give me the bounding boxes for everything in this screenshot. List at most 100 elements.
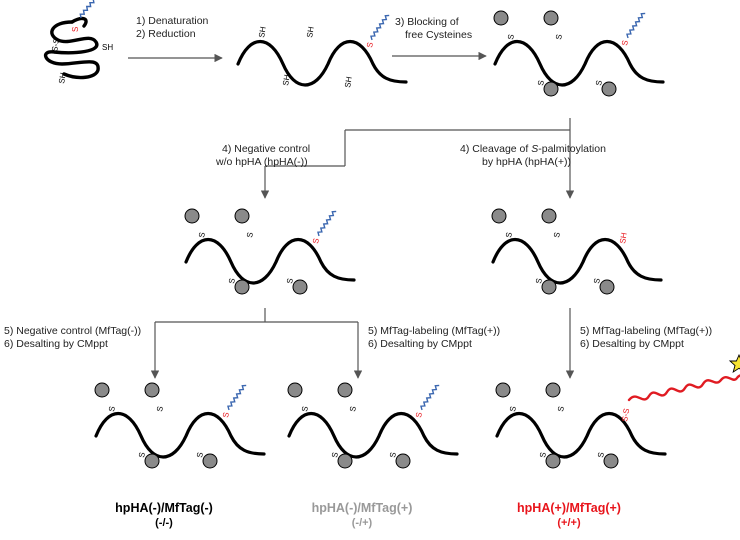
branch-connector-5 (150, 308, 575, 379)
s-label: S (556, 406, 566, 413)
protein-chain-icon (495, 411, 667, 459)
s-label: S (552, 232, 562, 239)
hpha-positive-protein: S S S S SH (491, 208, 663, 295)
result-pos-pos-label: hpHA(+)/MfTag(+) (517, 501, 621, 515)
s-label: S (536, 80, 546, 87)
palmitoyl-chain-icon (624, 11, 646, 39)
palmitoyl-chain-icon (418, 383, 440, 411)
s-label: S (330, 452, 340, 459)
step1-text: 1) Denaturation (136, 15, 209, 27)
s-label: S (554, 34, 564, 41)
palmitoyl-chain-icon (315, 209, 337, 237)
blocking-group-icon (337, 382, 353, 398)
s-label: S (388, 452, 398, 459)
sh-label: SH (257, 26, 268, 39)
red-sh-label: SH (618, 232, 629, 245)
blocking-group-icon (599, 279, 615, 295)
star-icon (728, 353, 740, 374)
s-label: S (300, 406, 310, 413)
s-label: S (137, 452, 147, 459)
sh-label: SH (281, 74, 292, 87)
s-label: S (245, 232, 255, 239)
result-pos-pos-code: (+/+) (557, 517, 581, 529)
sh-label: SH (57, 72, 68, 85)
blocking-group-icon (491, 208, 507, 224)
step4-negative-text: w/o hpHA (hpHA(-)) (215, 156, 308, 168)
step6-labeling-text: 6) Desalting by CMppt (580, 338, 684, 350)
blocking-group-icon (144, 382, 160, 398)
blocking-group-icon (202, 453, 218, 469)
protein-chain-icon (184, 237, 356, 285)
folded-protein: S S-S SH SH (43, 0, 113, 85)
step2-text: 2) Reduction (136, 28, 196, 40)
blocking-group-icon (493, 10, 509, 26)
s-label: S (534, 278, 544, 285)
red-s-label: S (71, 27, 80, 32)
blocking-group-icon (601, 81, 617, 97)
blocking-group-icon (292, 279, 308, 295)
blocking-group-icon (545, 382, 561, 398)
s-label: S (195, 452, 205, 459)
step3-text: free Cysteines (405, 29, 472, 41)
s-label: S (285, 278, 295, 285)
ss-label: S-S (50, 38, 61, 53)
product-neg-pos: S S S S S (287, 382, 459, 469)
protein-chain-icon (491, 237, 663, 285)
s-label: S (594, 80, 604, 87)
blocking-group-icon (603, 453, 619, 469)
blocking-group-icon (495, 382, 511, 398)
s-label: S (538, 452, 548, 459)
blocking-group-icon (144, 453, 160, 469)
step5-labeling-text: 5) MfTag-labeling (MfTag(+)) (580, 325, 712, 337)
s-label: S (596, 452, 606, 459)
blocking-group-icon (541, 279, 557, 295)
red-s-label: S (620, 40, 630, 47)
step4-cleavage-text: by hpHA (hpHA(+)) (482, 156, 571, 168)
step6-labeling-text: 6) Desalting by CMppt (368, 338, 472, 350)
s-label: S (107, 406, 117, 413)
product-pos-pos: S S S S S-S (495, 353, 740, 469)
palmitoyl-chain-icon (368, 13, 390, 41)
result-neg-pos-label: hpHA(-)/MfTag(+) (312, 501, 413, 515)
sh-label: SH (343, 76, 354, 89)
protein-chain-icon (94, 411, 266, 459)
blocking-group-icon (543, 10, 559, 26)
blocking-group-icon (395, 453, 411, 469)
s-label: S (508, 406, 518, 413)
blocking-group-icon (184, 208, 200, 224)
protein-chain-icon (493, 39, 665, 87)
result-neg-neg-code: (-/-) (155, 517, 173, 529)
hpha-negative-protein: S S S S S (184, 208, 356, 295)
palmitoyl-chain-icon (78, 0, 101, 19)
protein-chain-icon (287, 411, 459, 459)
blocking-group-icon (234, 208, 250, 224)
reduced-protein: SH SH SH SH S (236, 13, 408, 89)
blocking-group-icon (543, 81, 559, 97)
s-label: S (592, 278, 602, 285)
blocking-group-icon (545, 453, 561, 469)
s-label: S (155, 406, 165, 413)
red-s-label: S (221, 412, 231, 419)
sh-label: SH (305, 26, 316, 39)
s-label: S (227, 278, 237, 285)
branch-connector-4 (260, 118, 575, 199)
blocked-protein: S S S S S (493, 10, 665, 97)
red-s-label: S (414, 412, 424, 419)
folded-protein-icon (43, 16, 100, 80)
s-label: S (348, 406, 358, 413)
step5-negative-text: 5) Negative control (MfTag(-)) (4, 325, 141, 337)
step4-negative-text: 4) Negative control (222, 143, 310, 155)
s-label: S (506, 34, 516, 41)
blocking-group-icon (94, 382, 110, 398)
product-neg-neg: S S S S S (94, 382, 266, 469)
step5-labeling-text: 5) MfTag-labeling (MfTag(+)) (368, 325, 500, 337)
step4-cleavage-text: 4) Cleavage of S-palmitoylation (460, 143, 606, 155)
step3-text: 3) Blocking of (395, 16, 459, 28)
sh-label: SH (102, 43, 113, 52)
result-neg-neg-label: hpHA(-)/MfTag(-) (115, 501, 213, 515)
result-neg-pos-code: (-/+) (352, 517, 373, 529)
mftag-probe-icon (627, 374, 740, 402)
red-s-label: S (311, 238, 321, 245)
palmitoyl-chain-icon (225, 383, 247, 411)
